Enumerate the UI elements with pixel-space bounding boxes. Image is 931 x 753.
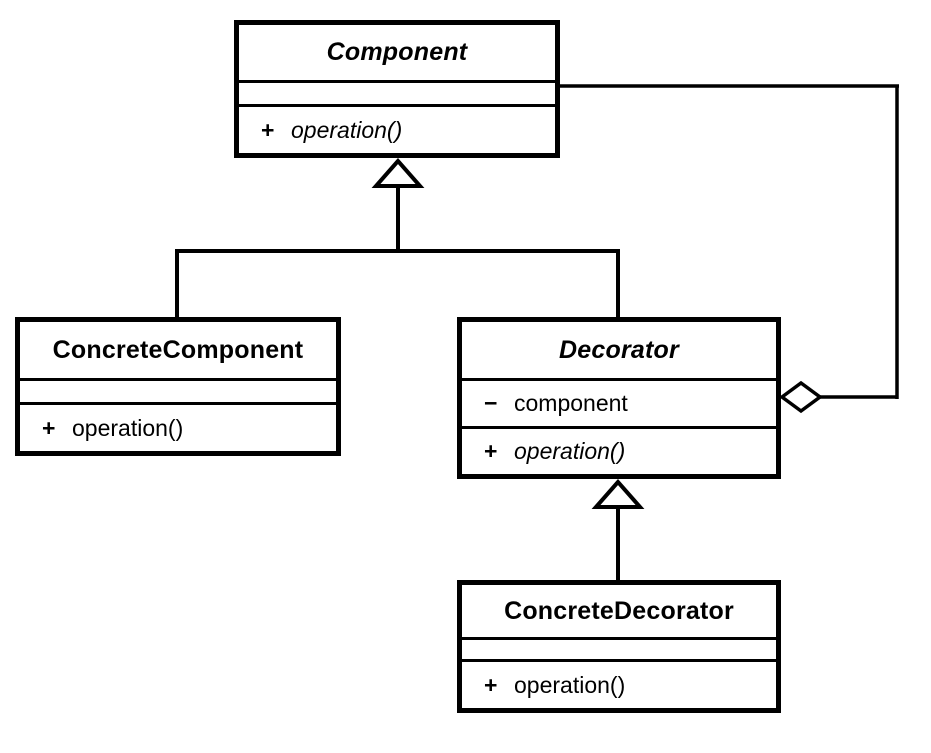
operation-row: + operation() xyxy=(484,438,625,465)
class-name-label: Component xyxy=(326,38,468,66)
uml-class-concrete-decorator[interactable]: ConcreteDecorator + operation() xyxy=(457,580,781,713)
uml-class-component[interactable]: Component + operation() xyxy=(234,20,560,158)
class-attributes-compartment xyxy=(20,378,336,402)
class-name-compartment: ConcreteComponent xyxy=(20,322,336,378)
aggregation-decorator-component[interactable] xyxy=(558,84,899,414)
hollow-triangle-icon xyxy=(591,478,645,509)
class-name-compartment: Component xyxy=(239,25,555,80)
operation-label: operation() xyxy=(514,671,626,698)
generalization-concrete-decorator-to-decorator[interactable] xyxy=(591,478,645,582)
hollow-diamond-icon xyxy=(779,380,823,414)
class-name-compartment: ConcreteDecorator xyxy=(462,585,776,637)
class-attributes-compartment: − component xyxy=(462,378,776,426)
generalization-to-component[interactable] xyxy=(175,157,620,319)
attribute-label: component xyxy=(514,390,628,416)
class-operations-compartment: + operation() xyxy=(462,659,776,708)
attribute-row: − component xyxy=(484,390,628,417)
class-name-label: ConcreteDecorator xyxy=(504,596,734,625)
operation-row: + operation() xyxy=(261,117,402,144)
visibility-marker: + xyxy=(484,671,498,698)
uml-class-decorator[interactable]: Decorator − component + operation() xyxy=(457,317,781,479)
class-operations-compartment: + operation() xyxy=(20,402,336,451)
class-operations-compartment: + operation() xyxy=(462,426,776,474)
class-name-compartment: Decorator xyxy=(462,322,776,378)
visibility-marker: + xyxy=(261,116,275,143)
visibility-marker: + xyxy=(484,438,498,464)
class-name-label: Decorator xyxy=(559,335,679,364)
operation-label: operation() xyxy=(291,116,403,143)
operation-row: + operation() xyxy=(42,415,183,442)
class-name-label: ConcreteComponent xyxy=(52,335,304,364)
operation-label: operation() xyxy=(72,414,184,441)
uml-class-concrete-component[interactable]: ConcreteComponent + operation() xyxy=(15,317,341,456)
class-attributes-compartment xyxy=(462,637,776,659)
operation-label: operation() xyxy=(514,438,626,464)
operation-row: + operation() xyxy=(484,672,625,699)
class-attributes-compartment xyxy=(239,80,555,104)
visibility-marker: − xyxy=(484,390,498,416)
class-operations-compartment: + operation() xyxy=(239,104,555,153)
visibility-marker: + xyxy=(42,414,56,441)
hollow-triangle-icon xyxy=(371,157,425,188)
